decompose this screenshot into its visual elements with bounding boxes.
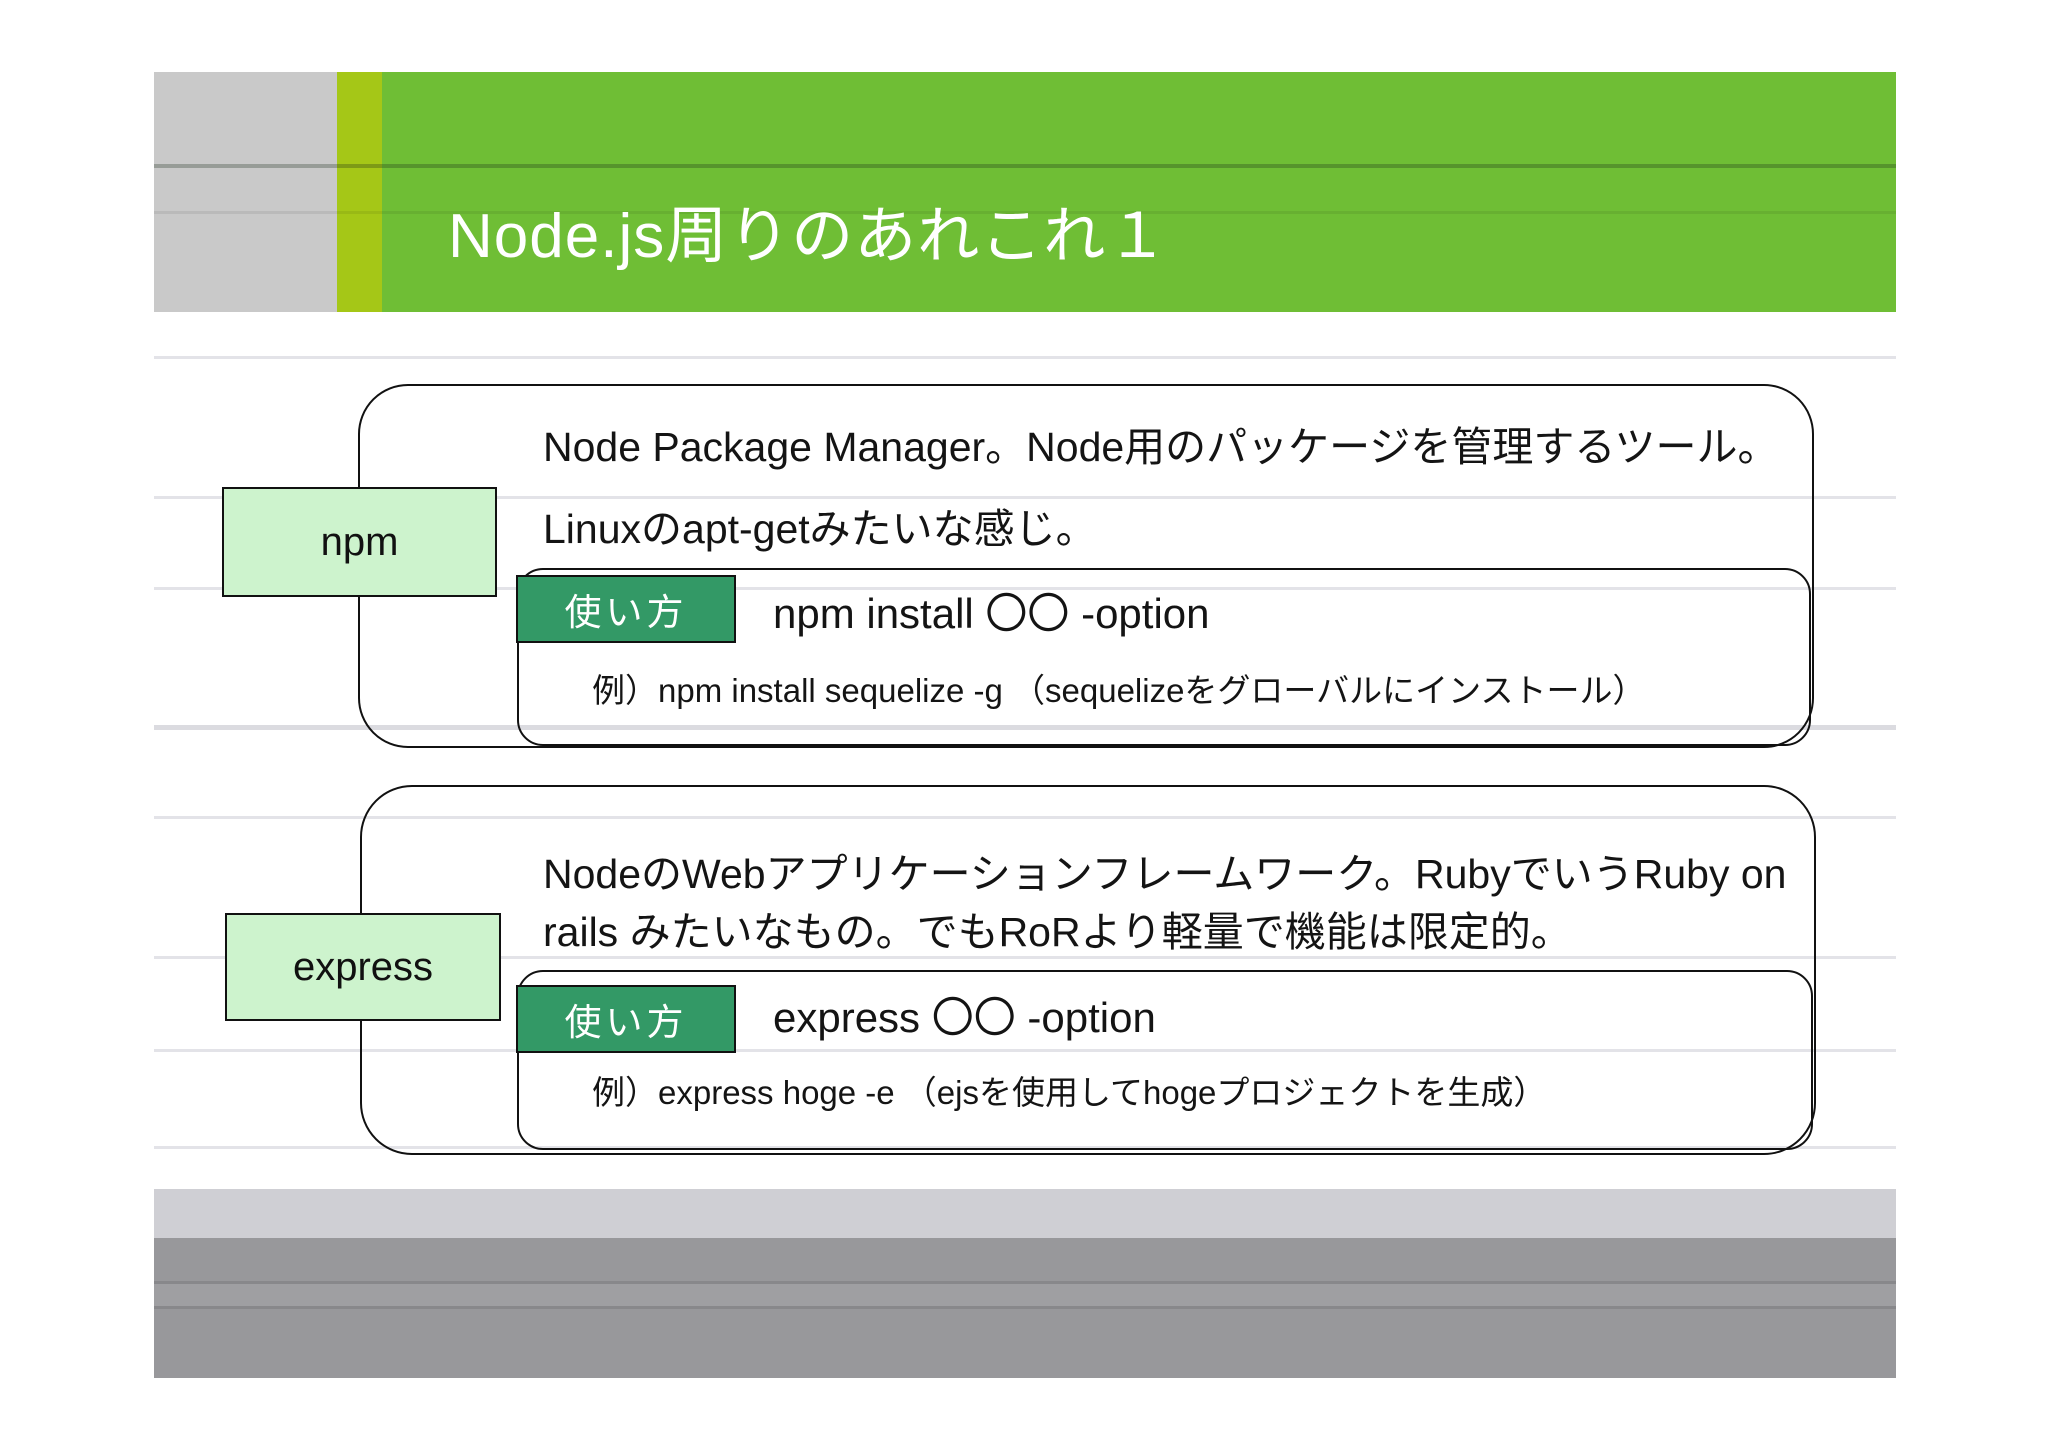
express-usage-box [517,970,1813,1150]
pinstripe-line [154,956,1896,959]
pinstripe-line [154,356,1896,359]
pinstripe-line [154,587,1896,590]
footer-groove-line [154,1306,1896,1309]
pinstripe-line [154,816,1896,819]
page-title: Node.js周りのあれこれ１ [448,202,1170,271]
pinstripe-line [154,1049,1896,1052]
express-description-line2: rails みたいなもの。でもRoRより軽量で機能は限定的。 [543,909,1572,955]
header-gray-block [154,72,337,312]
header-divider-line [154,164,1896,168]
npm-usage-badge: 使い方 [516,575,736,643]
pinstripe-line [154,496,1896,499]
express-description-line1: NodeのWebアプリケーションフレームワーク。RubyでいうRuby on [543,851,1787,897]
footer-band-light [154,1189,1896,1238]
express-command-text: express 〇〇 -option [773,994,1156,1041]
header-bar: Node.js周りのあれこれ１ [154,72,1896,312]
header-accent-stripe [337,72,382,312]
npm-label-box: npm [222,487,497,597]
npm-usage-box [517,568,1811,746]
express-label-box: express [225,913,501,1021]
npm-description-line2: Linuxのapt-getみたいな感じ。 [543,506,1097,552]
npm-example-text: 例）npm install sequelize -g （sequelizeをグロ… [592,672,1646,709]
express-usage-badge: 使い方 [516,985,736,1053]
express-example-text: 例）express hoge -e （ejsを使用してhogeプロジェクトを生成… [592,1074,1547,1111]
npm-command-text: npm install 〇〇 -option [773,590,1210,637]
npm-description-line1: Node Package Manager。Node用のパッケージを管理するツール… [543,424,1779,470]
footer-band-dark [154,1238,1896,1378]
footer-groove-line [154,1281,1896,1284]
header-pinstripe-line [154,211,1896,214]
footer-groove-strip [154,1284,1896,1306]
pinstripe-line [154,1146,1896,1149]
pinstripe-line [154,725,1896,730]
